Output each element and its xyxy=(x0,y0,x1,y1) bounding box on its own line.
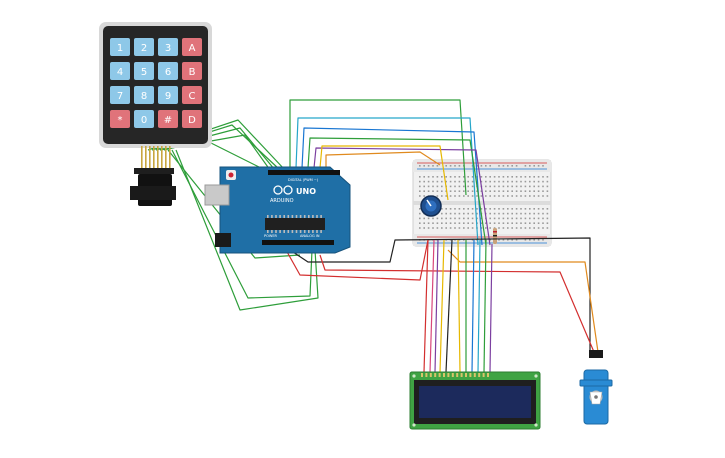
keypad-key[interactable]: 2 xyxy=(134,38,154,56)
keypad-key[interactable]: D xyxy=(182,110,202,128)
servo-motor[interactable] xyxy=(579,350,613,425)
power-jack xyxy=(215,233,231,247)
keypad-key-label: 1 xyxy=(117,43,123,54)
keypad-key-label: D xyxy=(188,115,196,126)
breadboard[interactable] xyxy=(412,159,552,247)
potentiometer[interactable] xyxy=(420,195,442,217)
keypad-key-label: 3 xyxy=(165,43,171,54)
keypad-key-label: 0 xyxy=(141,115,147,126)
atmega-chip xyxy=(265,218,325,230)
keypad-key[interactable]: 7 xyxy=(110,86,130,104)
keypad-key[interactable]: 9 xyxy=(158,86,178,104)
keypad-key[interactable]: 6 xyxy=(158,62,178,80)
keypad-key[interactable]: 1 xyxy=(110,38,130,56)
keypad-4x4[interactable]: 1 2 3 A 4 5 6 B 7 8 9 C * 0 # D xyxy=(99,22,212,148)
resistor[interactable] xyxy=(493,228,497,244)
keypad-key[interactable]: 4 xyxy=(110,62,130,80)
lcd-16x2[interactable] xyxy=(409,371,541,430)
keypad-key[interactable]: # xyxy=(158,110,178,128)
keypad-key-label: 5 xyxy=(141,67,147,78)
arduino-brand-label: ARDUINO xyxy=(270,198,294,204)
keypad-key[interactable]: B xyxy=(182,62,202,80)
keypad-keys: 1 2 3 A 4 5 6 B 7 8 9 C * 0 # D xyxy=(110,38,202,128)
keypad-key-label: 4 xyxy=(117,67,123,78)
keypad-connector xyxy=(130,146,176,206)
keypad-key-label: B xyxy=(189,67,196,78)
keypad-key-label: 9 xyxy=(165,91,171,102)
usb-port xyxy=(204,184,230,206)
digital-header-label: DIGITAL (PWM ~) xyxy=(288,178,319,182)
keypad-key[interactable]: A xyxy=(182,38,202,56)
keypad-key-label: 7 xyxy=(117,91,123,102)
keypad-key-label: C xyxy=(189,91,196,102)
breadboard-holes xyxy=(419,165,549,241)
keypad-key-label: * xyxy=(118,115,123,126)
analog-header-label: ANALOG IN xyxy=(300,234,320,238)
lcd-screen xyxy=(419,386,531,418)
arduino-model-label: UNO xyxy=(296,187,316,196)
keypad-key[interactable]: C xyxy=(182,86,202,104)
arduino-logo-icon xyxy=(273,185,293,195)
keypad-key-label: A xyxy=(189,43,196,54)
keypad-key-label: 8 xyxy=(141,91,147,102)
keypad-key[interactable]: * xyxy=(110,110,130,128)
keypad-key[interactable]: 8 xyxy=(134,86,154,104)
keypad-key-label: 2 xyxy=(141,43,147,54)
keypad-key-label: 6 xyxy=(165,67,171,78)
arduino-uno[interactable]: ARDUINO UNO DIGITAL (PWM ~) ANALOG IN PO… xyxy=(204,166,351,254)
keypad-key[interactable]: 5 xyxy=(134,62,154,80)
power-header-label: POWER xyxy=(264,234,278,238)
keypad-key-label: # xyxy=(164,115,172,126)
keypad-key[interactable]: 3 xyxy=(158,38,178,56)
keypad-key[interactable]: 0 xyxy=(134,110,154,128)
